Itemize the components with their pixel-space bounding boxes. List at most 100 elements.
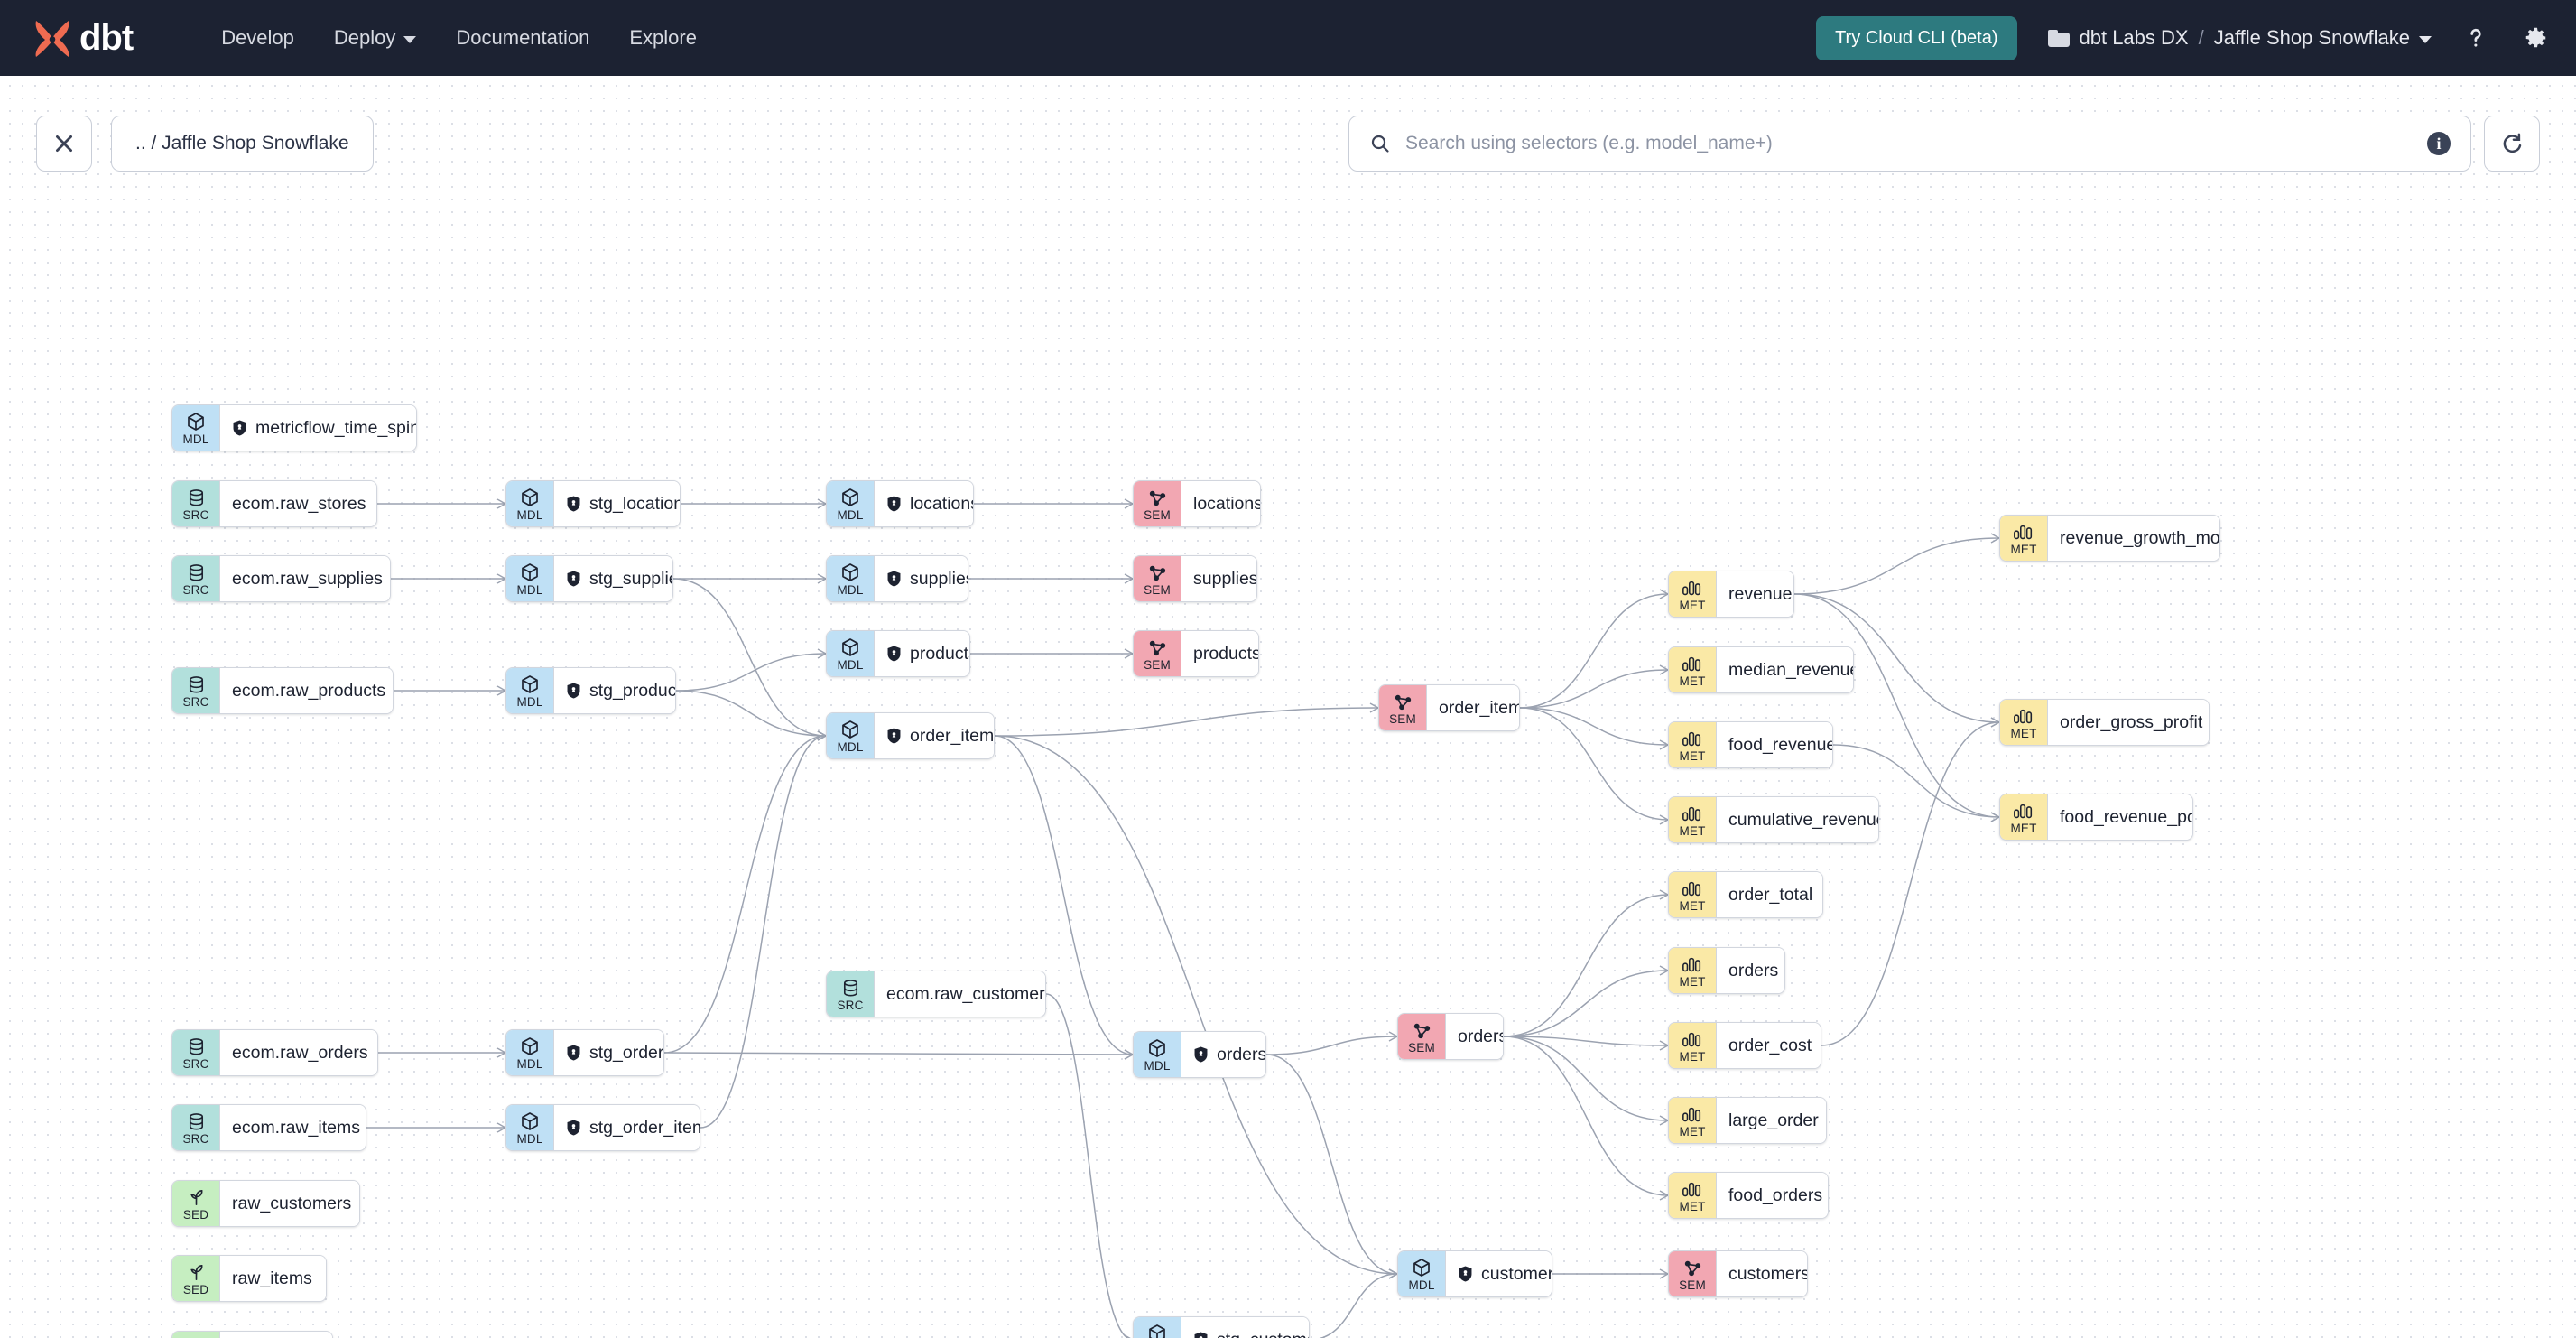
node-body: ecom.raw_orders bbox=[219, 1030, 377, 1075]
graph-icon bbox=[1149, 565, 1165, 581]
nav-link-explore[interactable]: Explore bbox=[609, 17, 717, 59]
node-type-badge-sed: SED bbox=[172, 1181, 219, 1226]
graph-icon bbox=[1413, 1023, 1430, 1038]
bar-chart-icon bbox=[1682, 806, 1701, 821]
chevron-down-icon bbox=[403, 35, 417, 43]
node-type-icon bbox=[1682, 1259, 1703, 1278]
search-input[interactable] bbox=[1405, 133, 2413, 154]
node-type-badge-sem: SEM bbox=[1379, 685, 1426, 730]
node-type-icon bbox=[839, 488, 861, 508]
node-body: orders bbox=[1716, 948, 1784, 993]
breadcrumb-project-selector[interactable]: Jaffle Shop Snowflake bbox=[2214, 26, 2432, 50]
node-body: cumulative_revenue bbox=[1716, 797, 1878, 842]
close-button[interactable] bbox=[36, 116, 92, 172]
node-type-label: SEM bbox=[1389, 711, 1416, 726]
node-type-badge-mdl: MDL bbox=[506, 668, 553, 713]
node-label: large_order bbox=[1728, 1110, 1819, 1130]
nav-link-documentation[interactable]: Documentation bbox=[436, 17, 609, 59]
graph-node-stg_products[interactable]: MDL stg_products bbox=[505, 667, 676, 714]
nav-link-develop[interactable]: Develop bbox=[201, 17, 314, 59]
help-icon[interactable] bbox=[2460, 23, 2491, 53]
node-type-icon bbox=[186, 563, 207, 583]
graph-icon bbox=[1684, 1260, 1700, 1276]
breadcrumb-chip[interactable]: .. / Jaffle Shop Snowflake bbox=[111, 116, 374, 172]
edge-sem_orders-to-met_food_orders bbox=[1503, 1036, 1669, 1196]
node-body: ecom.raw_products bbox=[219, 668, 393, 713]
graph-toolbar: .. / Jaffle Shop Snowflake i bbox=[0, 76, 2576, 172]
shield-icon bbox=[567, 496, 580, 512]
refresh-button[interactable] bbox=[2484, 116, 2540, 172]
node-body: ecom.raw_stores bbox=[219, 481, 376, 526]
edge-mdl_order_items-to-sem_order_item bbox=[994, 707, 1379, 737]
node-type-badge-mdl: MDL bbox=[1398, 1251, 1445, 1296]
cube-icon bbox=[1413, 1258, 1430, 1277]
database-icon bbox=[843, 979, 857, 996]
node-body: products bbox=[1181, 631, 1258, 676]
graph-node-mdl_products[interactable]: MDLproducts bbox=[826, 630, 970, 677]
node-type-icon bbox=[839, 637, 861, 658]
edge-sem_orders-to-met_orders bbox=[1503, 970, 1669, 1037]
node-type-icon bbox=[1682, 1030, 1703, 1050]
edge-met_revenue-to-met_food_revenue_pct bbox=[1793, 593, 2000, 818]
shield-icon bbox=[887, 571, 901, 587]
node-label: order_total bbox=[1728, 884, 1813, 905]
try-cloud-cli-button[interactable]: Try Cloud CLI (beta) bbox=[1816, 15, 2017, 60]
nav-link-deploy[interactable]: Deploy bbox=[314, 17, 436, 59]
node-label: stg_products bbox=[589, 680, 676, 701]
node-type-badge-met: MET bbox=[1669, 948, 1716, 993]
search-bar[interactable]: i bbox=[1348, 116, 2471, 172]
cube-icon bbox=[522, 488, 538, 506]
graph-node-mdl_customers[interactable]: MDLcustomers bbox=[1397, 1250, 1552, 1297]
dbt-logo[interactable]: dbt bbox=[32, 19, 134, 57]
folder-icon bbox=[2047, 29, 2070, 47]
node-type-icon bbox=[519, 1036, 541, 1057]
node-body: revenue_growth_mom bbox=[2047, 516, 2219, 561]
database-icon bbox=[189, 675, 203, 692]
breadcrumb-account[interactable]: dbt Labs DX bbox=[2079, 26, 2189, 49]
search-info-icon[interactable]: i bbox=[2427, 132, 2451, 155]
node-type-icon bbox=[1682, 1180, 1703, 1200]
edge-stg_orders-to-mdl_orders bbox=[663, 1052, 1134, 1055]
edge-stg_supplies-to-mdl_order_items bbox=[672, 578, 827, 737]
database-icon bbox=[189, 563, 203, 581]
settings-button[interactable] bbox=[2520, 23, 2551, 53]
